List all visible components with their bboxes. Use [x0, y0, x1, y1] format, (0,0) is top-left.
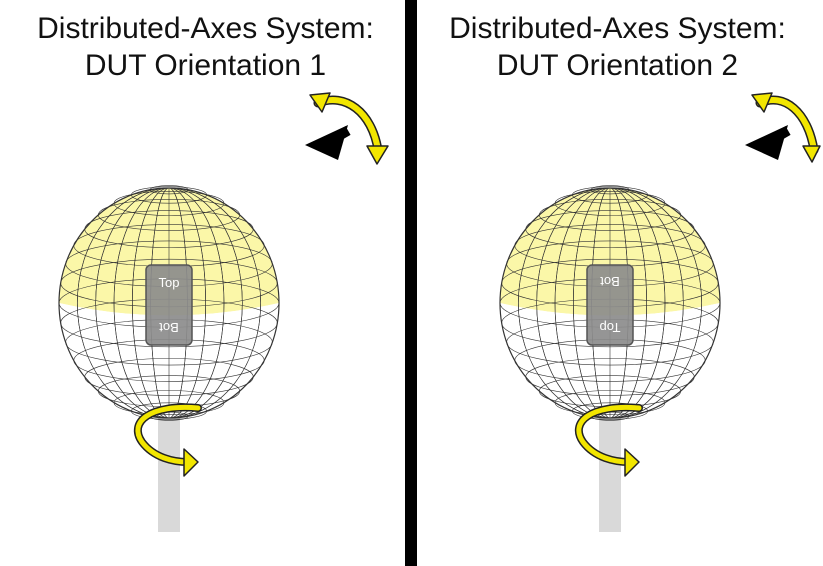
title-line-2: DUT Orientation 2 — [496, 49, 739, 82]
dut-bottom-label: Top — [600, 320, 621, 335]
elevation-rotation-arrow-icon — [309, 92, 389, 165]
scene-orientation-1: Top Bot — [58, 92, 389, 532]
title-line-1: Distributed-Axes System: — [449, 12, 786, 45]
title-line-1: Distributed-Axes System: — [37, 12, 374, 45]
panel-orientation-2: Bot Top Distributed-Axes System: DUT Ori… — [412, 0, 823, 566]
dut-device: Top Bot — [145, 264, 193, 346]
dut-top-label: Bot — [600, 274, 620, 289]
pole — [158, 400, 180, 532]
sphere-outline — [58, 187, 280, 419]
azimuth-rotation-arrow-icon — [133, 403, 202, 477]
antenna-horn-icon — [305, 125, 351, 160]
pole — [599, 400, 621, 532]
azimuth-rotation-arrow-icon — [574, 403, 643, 477]
scene-orientation-2: Bot Top — [499, 92, 821, 532]
dut-device: Bot Top — [586, 264, 634, 346]
elevation-rotation-arrow-icon — [751, 92, 821, 163]
dut-top-label: Top — [159, 275, 180, 290]
dut-body — [145, 264, 193, 346]
dut-bottom-label: Bot — [159, 320, 179, 335]
panel-orientation-1: Top Bot Distributed-Axes System: DUT Ori… — [0, 0, 411, 566]
panel-title-1: Distributed-Axes System: DUT Orientation… — [0, 10, 411, 84]
dut-body — [586, 264, 634, 346]
antenna-horn-icon — [745, 125, 791, 160]
panel-title-2: Distributed-Axes System: DUT Orientation… — [412, 10, 823, 84]
divider-bar — [405, 0, 417, 566]
title-line-2: DUT Orientation 1 — [84, 49, 327, 82]
sphere — [499, 185, 721, 421]
sphere-outline — [499, 187, 721, 419]
